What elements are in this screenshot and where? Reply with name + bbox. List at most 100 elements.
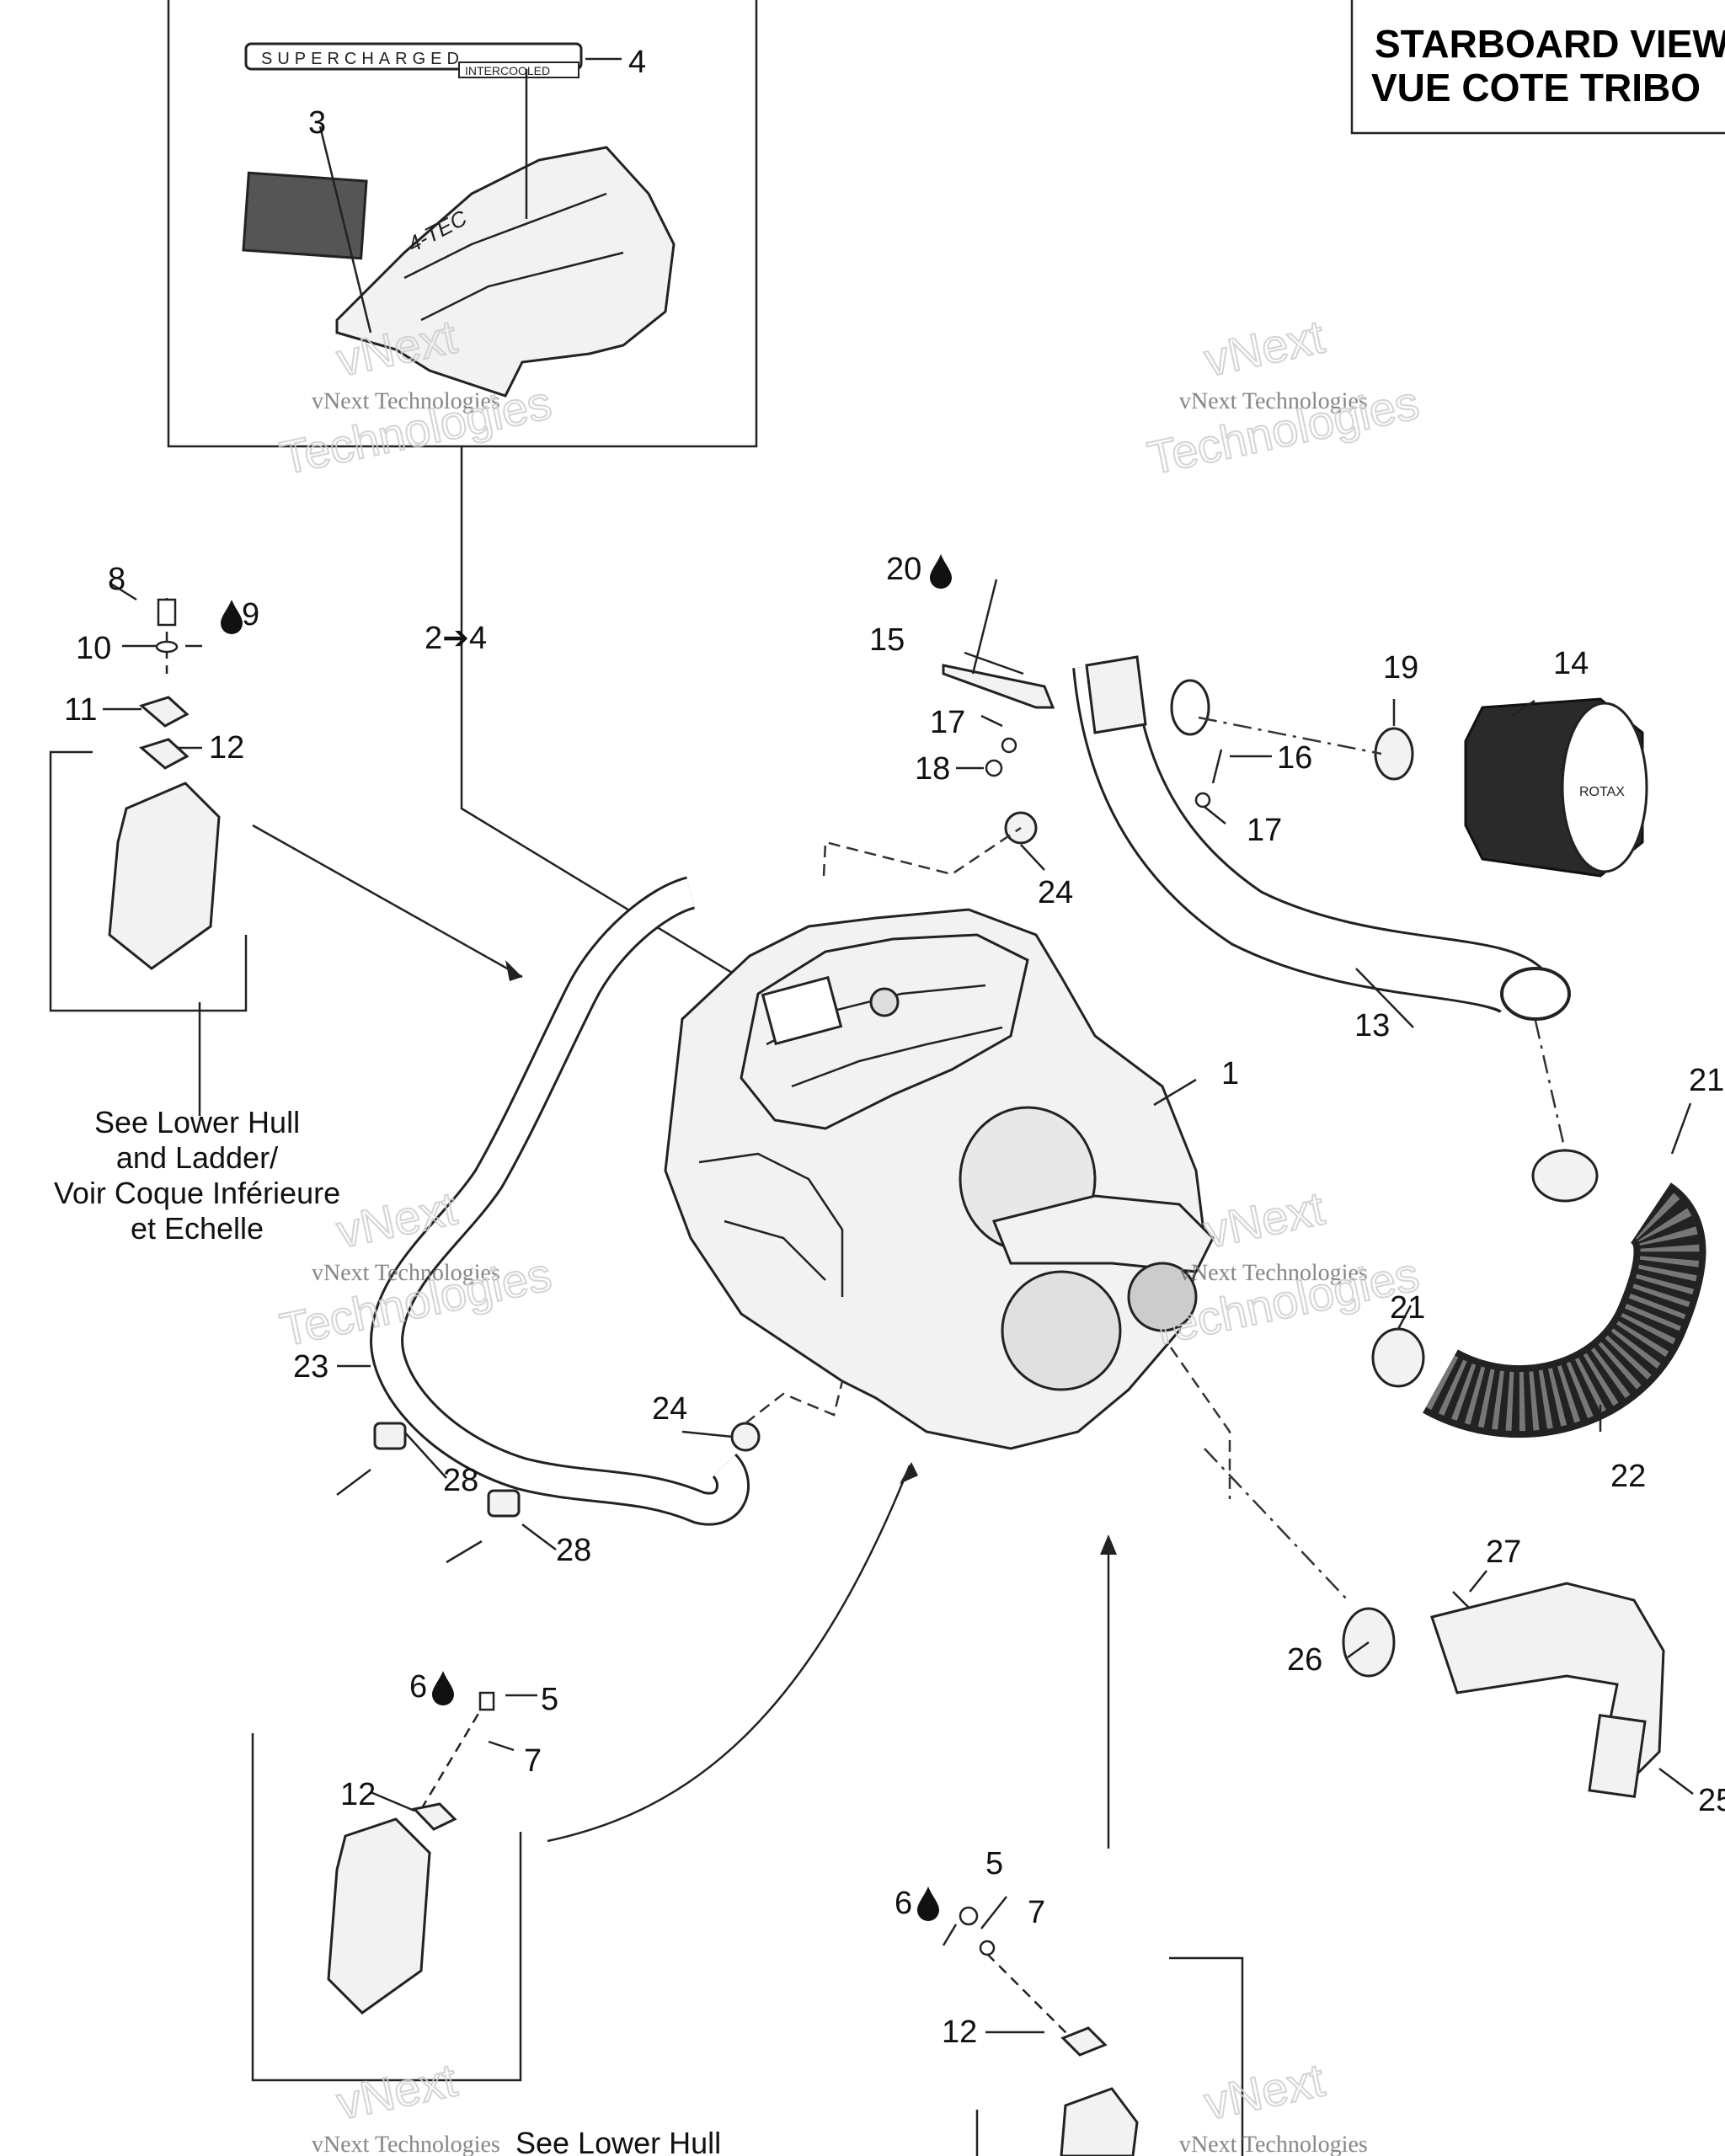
watermarks: vNext vNext Technologies Technologies vN… [275,308,1424,2156]
engine-mount-inset-lower-right [959,1906,1244,2156]
mount-cap-upper [138,696,190,728]
watermark-vnext: vNext [1199,309,1329,386]
charge-hose-clamp-upper [1531,1149,1599,1203]
callout-23: 23 [293,1349,328,1385]
callout-labels: 1 2➔4 3 4 5 5 6 6 7 7 8 9 10 11 12 12 12… [64,45,1725,2050]
lower-hull-note-1: See Lower Hull and Ladder/ Voir Coque In… [54,1105,340,1246]
screw-upper [336,1469,371,1496]
mount-arrow-lower-left [547,1465,911,1843]
mount-cap-lower-left [412,1802,457,1831]
mount-bolt [157,598,177,627]
filter-clamp [1374,727,1414,781]
callout-14: 14 [1553,646,1589,681]
lower-hull-note-2: See Lower Hull [515,2126,721,2156]
spacer-upper [373,1422,407,1450]
watermark-text: vNext Technologies [312,1260,500,1286]
callout-16: 16 [1277,740,1312,776]
flywheel-cover [1001,1270,1122,1391]
watermark-text: vNext Technologies [312,388,500,414]
view-title-line-1: STARBOARD VIEW [1375,22,1725,66]
engine-mount-lower-left [327,1817,431,2015]
mount-cap-lower-right [1060,2026,1108,2057]
callout-leaders [103,581,1694,2034]
route-upper-hose [822,826,1022,877]
watermark-text: vNext Technologies [1179,1260,1368,1286]
watermark-vnext: vNext [1199,1181,1329,1257]
callout-11: 11 [64,692,97,728]
bracket-washer [1001,737,1017,754]
mount-cap-lower [138,738,190,770]
route-filter [1198,716,1382,755]
callout-21-lower: 21 [1390,1290,1425,1326]
intake-tube-outlet [1500,967,1571,1021]
engine-mount-inset-upper [49,598,248,1116]
route-charge-lower [1169,1347,1231,1499]
intake-bracket [942,664,1055,709]
route-exhaust [1204,1448,1348,1601]
water-hose [370,876,750,1526]
mount-arrow-upper [252,824,523,979]
charge-air-hose [1423,1182,1706,1438]
hose-clamp-lower [730,1422,761,1452]
watermark-vnext: vNext [1199,2052,1329,2129]
route-lower-hose [745,1380,844,1424]
callout-3: 3 [308,105,326,141]
drop-icon [930,554,952,589]
watermark-text: vNext Technologies [1179,388,1368,414]
callout-12-lower-right: 12 [942,2015,977,2050]
intercooled-decal-text: INTERCOOLED [465,64,550,77]
callout-18: 18 [915,751,950,787]
spacer-lower [487,1489,521,1518]
callout-21-upper: 21 [1689,1063,1724,1098]
bracket-nut [985,759,1003,777]
callout-25: 25 [1698,1783,1725,1818]
mount-washer [155,640,179,654]
callout-19: 19 [1383,650,1418,686]
engine-cover-inset: SUPERCHARGED INTERCOOLED 4-TEC [167,0,758,448]
drop-icon [221,600,243,634]
lower-hull-note-line-2: and Ladder/ [116,1140,278,1175]
callout-26: 26 [1287,1642,1322,1678]
engine-cover [335,146,676,398]
callout-28-lower: 28 [556,1533,591,1568]
screw-lower [446,1540,483,1564]
callout-24-upper: 24 [1038,875,1073,910]
callout-7-right: 7 [1028,1895,1045,1930]
callout-20: 20 [886,552,921,587]
callout-27: 27 [1486,1534,1521,1570]
callout-6-left: 6 [409,1669,427,1705]
intercooled-decal [458,61,579,78]
callout-5-left: 5 [541,1682,558,1717]
view-title-line-2: VUE COTE TRIBO [1371,66,1701,109]
watermark-text: vNext Technologies [1179,2132,1368,2156]
lower-hull-note-line-3: Voir Coque Inférieure [54,1176,340,1210]
intake-bolt [1211,749,1223,784]
callout-12-upper: 12 [209,730,244,766]
callout-8: 8 [108,562,126,597]
warning-decal [242,171,368,260]
watermark-text: vNext Technologies [312,2132,500,2156]
air-filter-brand: ROTAX [1579,785,1625,799]
callout-6-right: 6 [895,1886,912,1921]
callout-10: 10 [76,631,111,666]
charge-hose-clamp-lower [1371,1327,1425,1388]
callout-28-upper: 28 [443,1463,478,1498]
drop-icon [432,1671,454,1705]
callout-15: 15 [869,622,905,658]
callout-24-lower: 24 [652,1391,687,1427]
supercharged-decal-text: SUPERCHARGED [261,50,464,68]
callout-2-4: 2➔4 [425,621,487,656]
loctite-drop-icons [221,554,952,1921]
engine-mount [108,782,221,970]
intake-tube [1072,655,1571,1021]
callout-5-right: 5 [985,1846,1003,1881]
intake-washer [1194,792,1211,808]
engine-mount-inset-lower [251,1691,522,2082]
engine-assembly [664,908,1215,1450]
watermark-vnext: vNext [332,2052,462,2129]
callout-9: 9 [242,597,259,632]
callout-7-left: 7 [524,1743,542,1779]
view-title-box: STARBOARD VIEW VUE COTE TRIBO [1350,0,1725,135]
callout-13: 13 [1354,1008,1390,1043]
